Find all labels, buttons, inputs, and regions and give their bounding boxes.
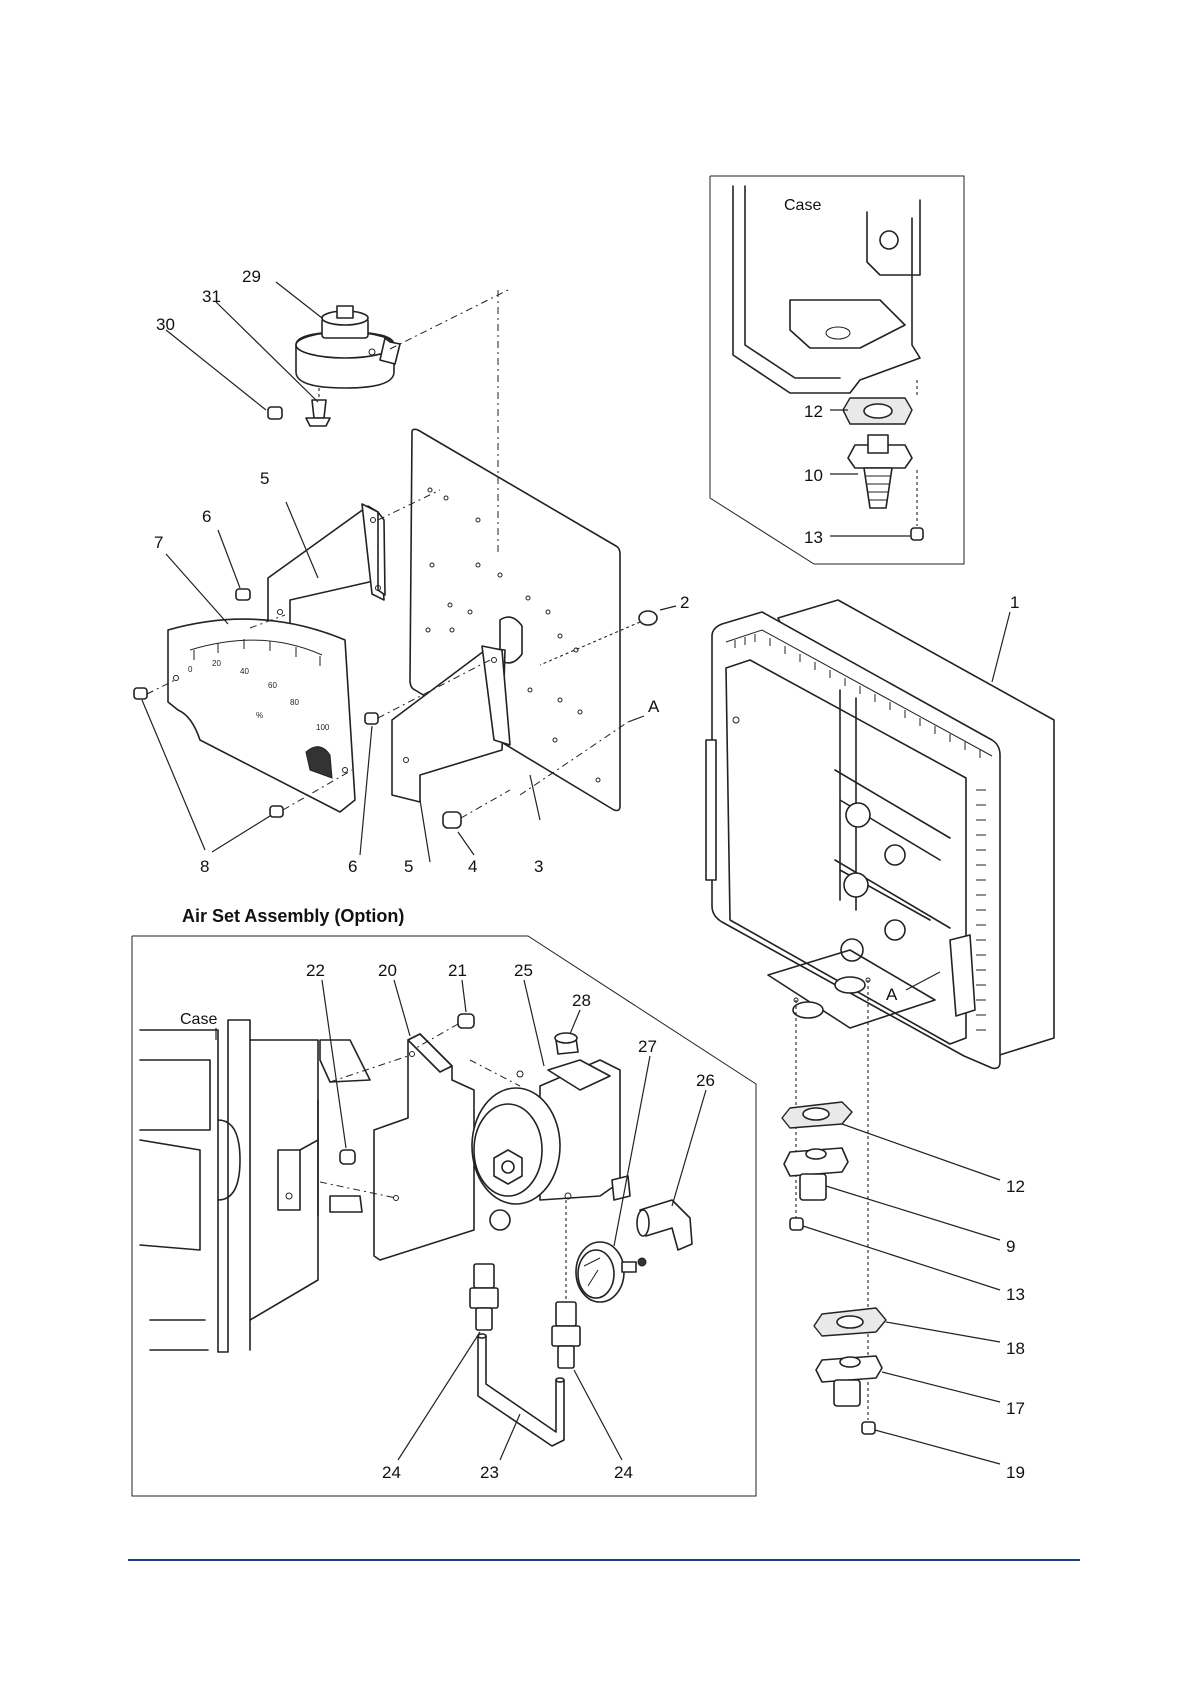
part-13-label-top: 13: [804, 528, 823, 547]
part-31-label: 31: [202, 287, 221, 306]
part-22-label: 22: [306, 961, 325, 980]
part-12-label-top: 12: [804, 402, 823, 421]
case-label-top: Case: [784, 197, 821, 214]
scale-tick-40: 40: [240, 667, 249, 676]
part-5-label-bottom: 5: [404, 857, 413, 876]
part-24-label-right: 24: [614, 1463, 633, 1482]
part-7-label: 7: [154, 533, 163, 552]
scale-tick-100: 100: [316, 723, 330, 732]
part-6-label-bottom: 6: [348, 857, 357, 876]
part-28-label: 28: [572, 991, 591, 1010]
part-9-label: 9: [1006, 1237, 1015, 1256]
part-5-label-top: 5: [260, 469, 269, 488]
part-12-label-bottom: 12: [1006, 1177, 1025, 1196]
part-18-label: 18: [1006, 1339, 1025, 1358]
part-21-label: 21: [448, 961, 467, 980]
scale-tick-20: 20: [212, 659, 221, 668]
scale-tick-80: 80: [290, 698, 299, 707]
part-23-label: 23: [480, 1463, 499, 1482]
part-24-label-left: 24: [382, 1463, 401, 1482]
footer-divider: [128, 1559, 1080, 1561]
part-8-label: 8: [200, 857, 209, 876]
elbow-fitting-26: 26: [637, 1071, 715, 1250]
tube-23: 23: [478, 1334, 564, 1482]
part-30-label: 30: [156, 315, 175, 334]
view-a-label-main: A: [648, 697, 660, 716]
part-29-label: 29: [242, 267, 261, 286]
part-26-label: 26: [696, 1071, 715, 1090]
part-19-label: 19: [1006, 1463, 1025, 1482]
part-13-label-bottom: 13: [1006, 1285, 1025, 1304]
air-regulator-25: 25: [470, 961, 630, 1230]
part-25-label: 25: [514, 961, 533, 980]
part-1-label: 1: [1010, 593, 1019, 612]
case-detail-box: Case 12 10 13: [710, 176, 964, 564]
view-a-label-case: A: [886, 985, 898, 1004]
part-27-label: 27: [638, 1037, 657, 1056]
scale-unit: %: [256, 711, 263, 720]
air-set-title: Air Set Assembly (Option): [182, 906, 404, 926]
part-29-assembly: 29 31 30: [156, 267, 508, 426]
plug-28: 28: [555, 991, 591, 1054]
screw-4: 4: [443, 790, 510, 876]
part-2-label: 2: [680, 593, 689, 612]
scale-tick-0: 0: [188, 665, 193, 674]
screw-6-upper: 6: [202, 507, 250, 600]
part-4-label: 4: [468, 857, 477, 876]
case-1: 1 A: [706, 593, 1054, 1068]
base-plate-3: 3: [410, 290, 620, 876]
scale-tick-60: 60: [268, 681, 277, 690]
air-set-assembly-box: Air Set Assembly (Option) Case 20 21: [132, 906, 756, 1496]
part-10-label: 10: [804, 466, 823, 485]
part-20-label: 20: [378, 961, 397, 980]
case-label-left: Case: [180, 1011, 217, 1028]
part-3-label: 3: [534, 857, 543, 876]
part-17-label: 17: [1006, 1399, 1025, 1418]
part-6-label-top: 6: [202, 507, 211, 526]
